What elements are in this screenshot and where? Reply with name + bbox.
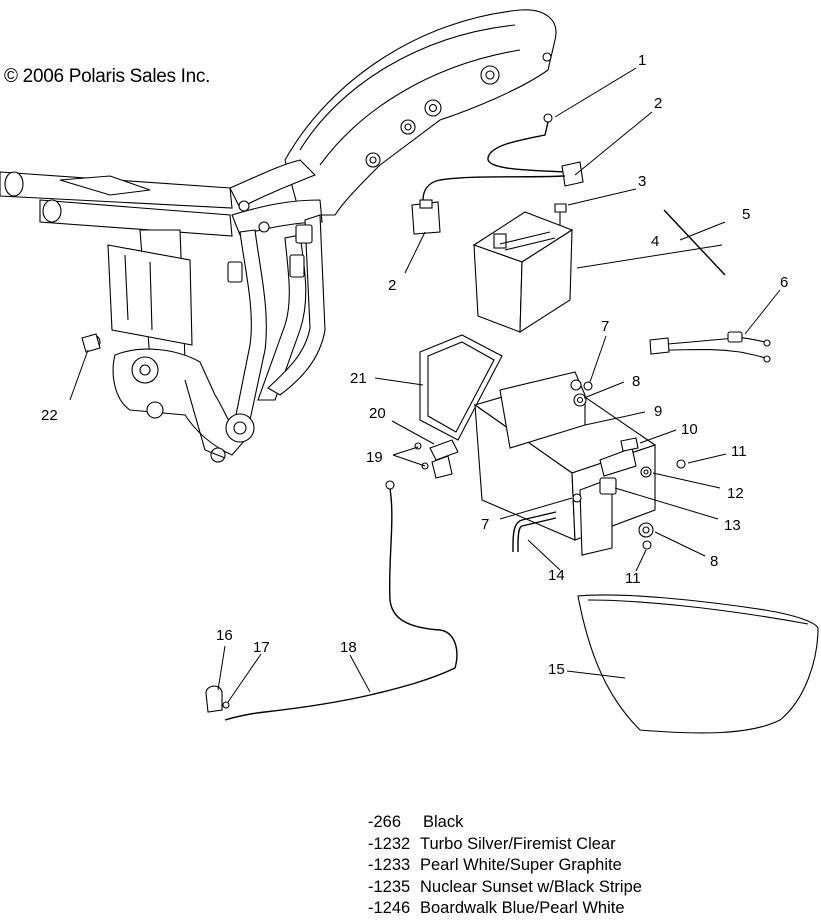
battery xyxy=(472,211,574,334)
callout-6: 6 xyxy=(780,274,788,291)
callout-4: 4 xyxy=(651,233,659,250)
callout-16: 16 xyxy=(216,627,233,644)
color-code-row: -1233 Pearl White/Super Graphite xyxy=(368,855,642,877)
battery-box xyxy=(473,371,657,556)
callout-18: 18 xyxy=(340,639,357,656)
color-code-row: -1235 Nuclear Sunset w/Black Stripe xyxy=(368,877,642,899)
strap xyxy=(663,209,726,276)
callout-14: 14 xyxy=(548,567,565,584)
color-name: Boardwalk Blue/Pearl White xyxy=(420,899,625,917)
color-name: Black xyxy=(423,813,464,831)
callout-15: 15 xyxy=(548,661,565,678)
callout-5: 5 xyxy=(742,206,750,223)
color-name: Pearl White/Super Graphite xyxy=(420,856,622,874)
callout-10: 10 xyxy=(681,421,698,438)
grommet xyxy=(81,333,101,353)
frame-illustration xyxy=(0,9,557,463)
color-code-row: -1232 Turbo Silver/Firemist Clear xyxy=(368,834,642,856)
leader-lines xyxy=(69,67,781,703)
color-code: -1235 xyxy=(368,877,411,896)
callout-8: 8 xyxy=(710,553,718,570)
battery-cable xyxy=(411,113,584,235)
mounting-plate xyxy=(419,334,503,441)
color-code-list: -266 Black -1232 Turbo Silver/Firemist Cle… xyxy=(368,812,642,920)
copyright-notice: © 2006 Polaris Sales Inc. xyxy=(4,66,211,87)
color-code: -1232 xyxy=(368,834,411,853)
hardware xyxy=(572,381,686,550)
callout-8: 8 xyxy=(632,373,640,390)
callout-21: 21 xyxy=(350,370,367,387)
color-name: Turbo Silver/Firemist Clear xyxy=(420,834,616,853)
callout-20: 20 xyxy=(369,405,386,422)
rod xyxy=(512,511,557,552)
callout-2: 2 xyxy=(654,95,662,112)
callout-13: 13 xyxy=(724,517,741,534)
color-code: -266 xyxy=(368,813,402,831)
callout-19: 19 xyxy=(366,449,383,466)
callout-7: 7 xyxy=(481,516,489,533)
callout-11: 11 xyxy=(625,570,641,587)
brake-line xyxy=(205,480,458,721)
callout-11: 11 xyxy=(731,443,747,460)
callout-2: 2 xyxy=(388,277,396,294)
callout-9: 9 xyxy=(654,403,662,420)
callout-numbers: 1 2 2 3 4 5 6 7 7 8 8 9 10 11 11 12 13 1… xyxy=(41,52,788,678)
callout-1: 1 xyxy=(638,52,646,69)
callout-12: 12 xyxy=(727,485,744,502)
callout-3: 3 xyxy=(638,173,646,190)
color-name: Nuclear Sunset w/Black Stripe xyxy=(420,877,642,896)
color-code-row: -1246 Boardwalk Blue/Pearl White xyxy=(368,898,642,920)
wire-harness xyxy=(649,331,771,363)
clamp-assembly xyxy=(414,439,459,479)
side-cover xyxy=(577,594,819,734)
color-code: -1233 xyxy=(368,856,411,874)
color-code-row: -266 Black xyxy=(368,812,642,834)
color-code: -1246 xyxy=(368,899,411,917)
callout-17: 17 xyxy=(253,639,270,656)
callout-22: 22 xyxy=(41,407,58,424)
callout-7: 7 xyxy=(601,318,609,335)
